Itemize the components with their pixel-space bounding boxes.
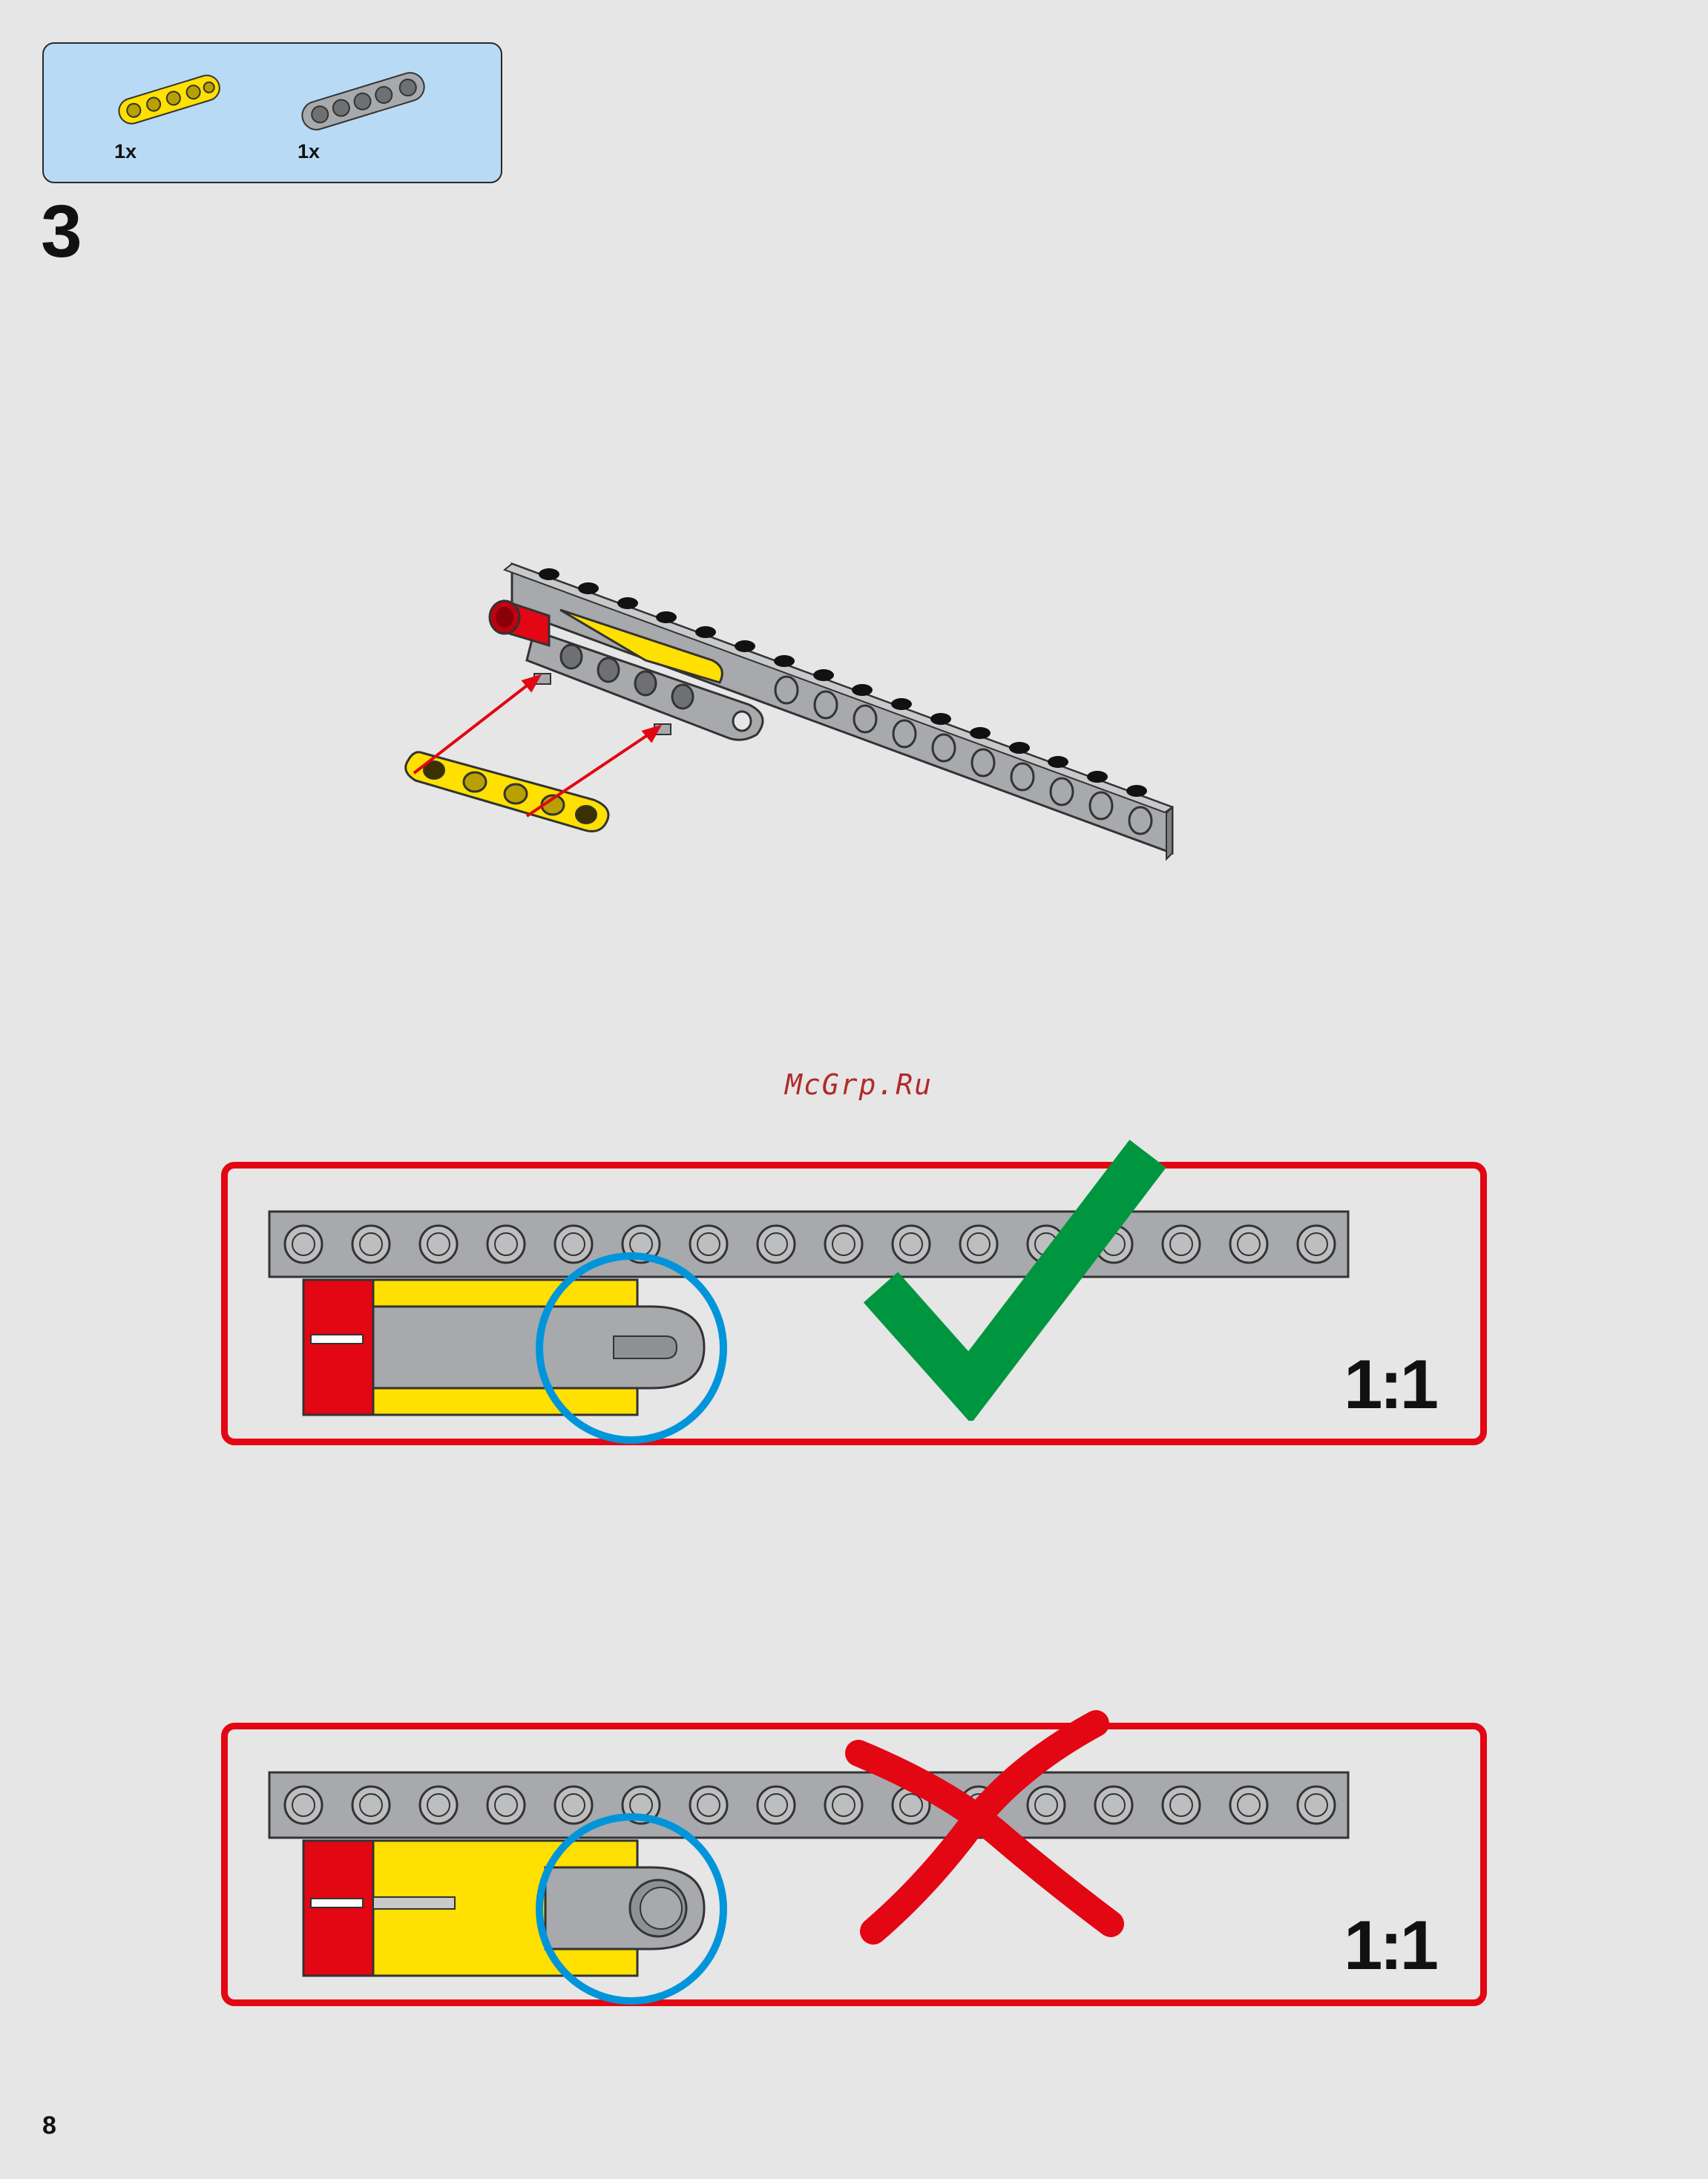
gray-technic-brick — [269, 1772, 1348, 1838]
cross-icon — [844, 1709, 1126, 1946]
step-number: 3 — [41, 194, 82, 269]
callout-incorrect: 1:1 — [221, 1723, 1487, 2006]
checkmark-icon — [858, 1109, 1170, 1421]
assembly-illustration — [401, 549, 1187, 905]
callout-correct: 1:1 — [221, 1162, 1487, 1445]
parts-list-box: 1x 1x — [42, 42, 502, 183]
gray-lever-part — [292, 62, 441, 137]
scale-label: 1:1 — [1344, 1910, 1436, 1980]
yellow-beam-part — [111, 73, 229, 129]
scale-label: 1:1 — [1344, 1350, 1436, 1419]
gray-lever-qty: 1x — [298, 140, 320, 163]
red-pin-top-view — [303, 1280, 373, 1415]
yellow-beam-qty: 1x — [114, 140, 137, 163]
page-number: 8 — [42, 2111, 56, 2140]
gray-technic-brick — [269, 1212, 1348, 1277]
watermark: McGrp.Ru — [785, 1068, 933, 1101]
